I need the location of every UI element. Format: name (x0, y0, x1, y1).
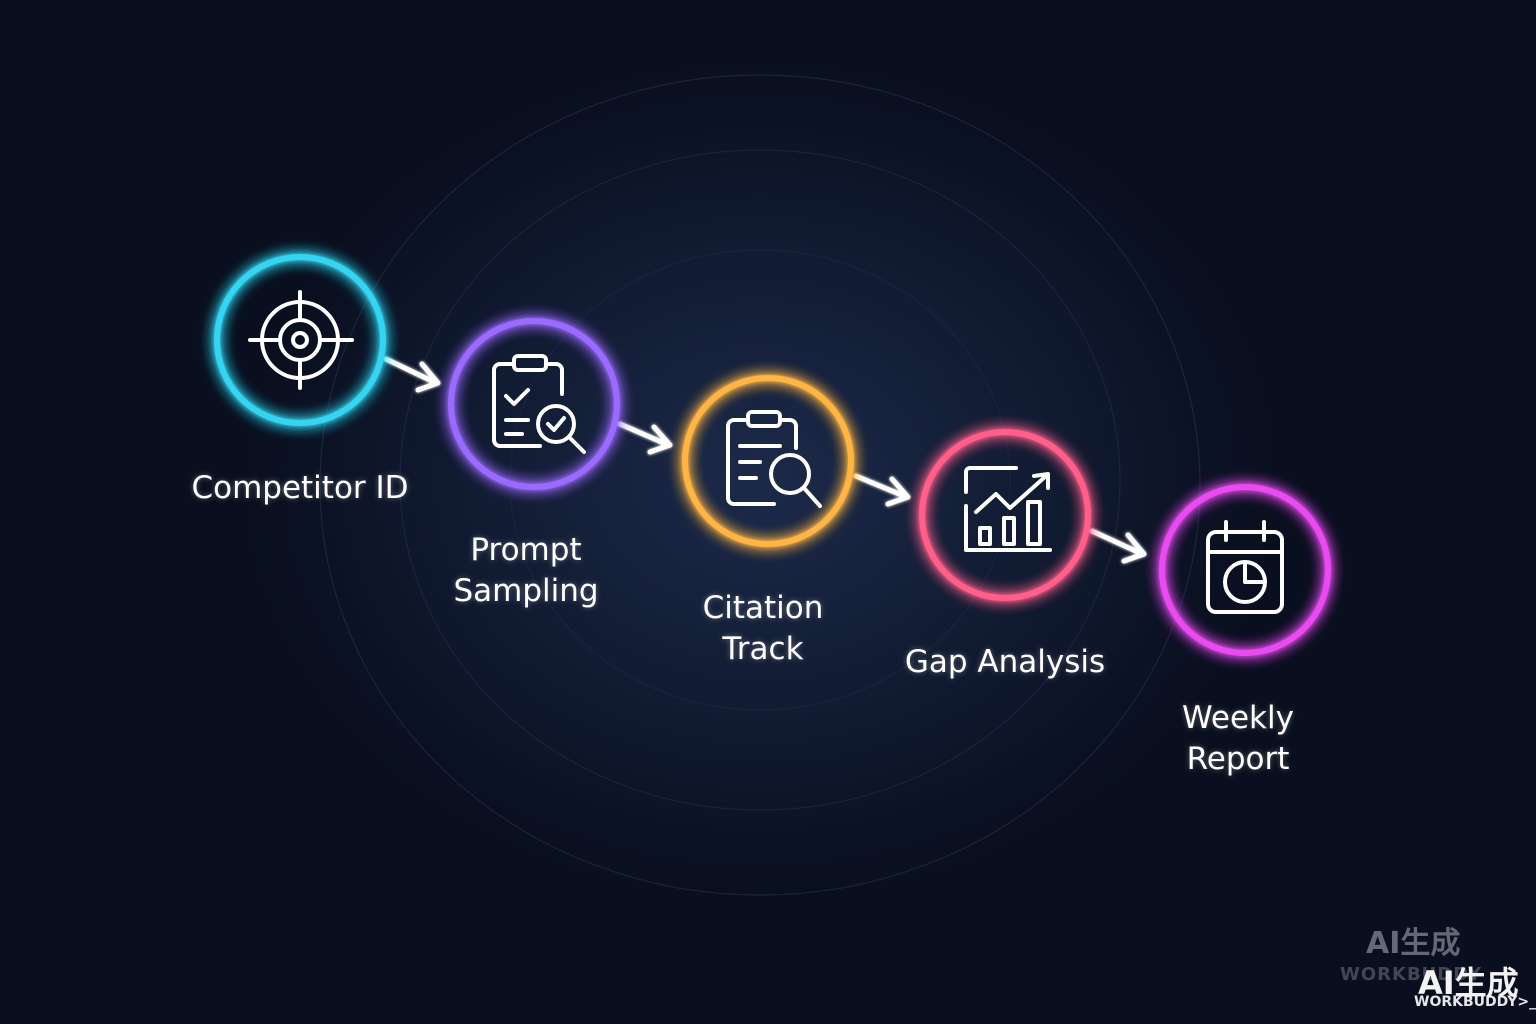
target-crosshair-icon (248, 290, 354, 390)
step-5-weekly-report (1159, 484, 1331, 656)
step-2-label-line-2: Sampling (453, 573, 599, 609)
arrow-4 (1089, 528, 1147, 564)
watermark-secondary-sub: WORKBUDDY>_ (1414, 994, 1536, 1010)
step-5-label-line-1: Weekly (1182, 700, 1294, 736)
arrow-2 (617, 421, 673, 455)
clipboard-check-search-icon (492, 354, 586, 454)
step-3-label-line-2: Track (722, 631, 804, 667)
step-1-label: Competitor ID (191, 468, 408, 509)
step-2-ring (448, 318, 620, 490)
arrow-1 (383, 356, 441, 393)
background-rings (319, 74, 1201, 896)
clipboard-search-icon (726, 410, 822, 508)
step-4-ring (919, 429, 1091, 601)
calendar-pie-chart-icon (1206, 520, 1284, 614)
watermark-primary-sub: WORKBUDDY (1340, 964, 1482, 985)
step-1-label-line-1: Competitor ID (191, 470, 409, 506)
step-4-label-line-1: Gap Analysis (904, 644, 1106, 680)
watermark-primary: AI生成 (1366, 926, 1461, 961)
step-2-label: Prompt Sampling (453, 530, 598, 612)
step-3-citation-track (682, 375, 854, 547)
arrows (383, 356, 1147, 564)
step-5-label: Weekly Report (1182, 698, 1294, 780)
step-3-label: Citation Track (703, 588, 824, 670)
step-2-prompt-sampling (448, 318, 620, 490)
background-ring-middle (399, 149, 1121, 811)
step-1-ring (214, 254, 386, 426)
arrow-3 (853, 473, 911, 507)
step-4-gap-analysis (919, 429, 1091, 601)
step-3-ring (682, 375, 854, 547)
bar-chart-trend-icon (964, 466, 1052, 552)
step-5-ring (1159, 484, 1331, 656)
background-ring-outer (319, 74, 1201, 896)
step-4-label: Gap Analysis (905, 642, 1105, 683)
step-2-label-line-1: Prompt (470, 532, 582, 568)
step-3-label-line-1: Citation (702, 590, 824, 626)
background-ring-inner (509, 249, 1011, 711)
watermark-secondary: AI生成 (1418, 964, 1519, 1002)
step-5-label-line-2: Report (1186, 741, 1290, 777)
step-1-competitor-id (214, 254, 386, 426)
